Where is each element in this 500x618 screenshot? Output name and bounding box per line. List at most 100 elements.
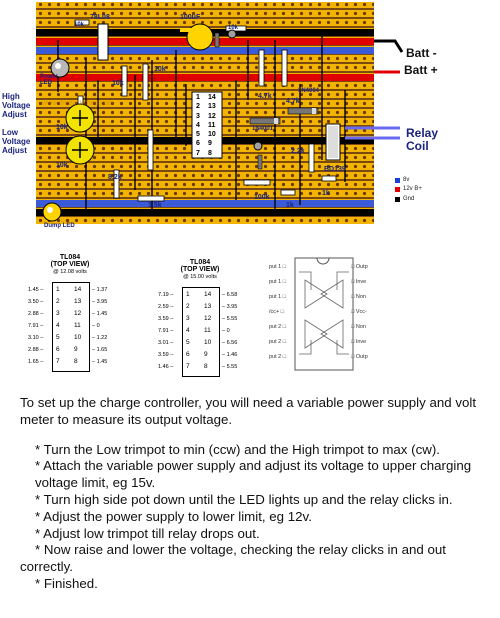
pinout-label-right: □ Non [351, 324, 366, 330]
setup-instructions: To set up the charge controller, you wil… [20, 395, 490, 593]
capacitor-100uf [186, 23, 214, 51]
ic-pin: 3 [196, 112, 200, 120]
label-15k: 1.5k [148, 202, 162, 209]
chip-pin-right: 14 [204, 291, 212, 298]
ic-pin: 4 [196, 121, 200, 129]
chip-voltage-left: 3.59 – [158, 316, 174, 322]
chip-subtitle: @ 12.08 volts [53, 269, 87, 275]
ic-pin: 6 [196, 140, 200, 148]
chip-voltage-right: – 6.58 [222, 292, 238, 298]
chip-pin-right: 8 [74, 358, 78, 365]
legend-12v: 12v B+ [395, 186, 422, 192]
chip-pin-right: 13 [74, 298, 82, 305]
legend-swatch [395, 186, 400, 192]
label-bd139: BD139 [324, 166, 346, 173]
label-10k-4: 10k [228, 25, 239, 31]
chip-pin-left: 4 [186, 327, 190, 334]
ic-pin: 9 [208, 140, 212, 148]
label-relay-coil: Relay Coil [406, 126, 439, 153]
legend-label: 8v [403, 177, 410, 183]
ic-pin: 10 [208, 131, 216, 139]
chip-pin-left: 3 [56, 310, 60, 317]
chip-pin-left: 2 [186, 303, 190, 310]
chip-pin-left: 5 [186, 339, 190, 346]
chip-voltage-right: – 3.95 [92, 299, 108, 305]
chip-voltage-right: – 1.45 [92, 311, 108, 317]
ic-pin: 1 [196, 94, 200, 101]
chip-voltage-left: 3.10 – [28, 335, 44, 341]
label-dump-led: Dump LED [44, 223, 75, 229]
chip-voltage-right: – 1.37 [92, 287, 108, 293]
resistor-15k [137, 195, 165, 202]
resistor-10k-5 [147, 129, 154, 171]
chip-voltage-right: – 5.55 [222, 316, 238, 322]
legend-8v: 8v [395, 177, 409, 183]
resistor-10k-3 [142, 63, 149, 101]
ic-pin: 7 [196, 149, 200, 157]
pinout-label-right: □ Vcc- [351, 309, 367, 315]
ic-pin: 12 [208, 112, 216, 120]
chip-pin-left: 6 [186, 351, 190, 358]
chip-title: TL084 (TOP VIEW) [50, 254, 90, 268]
instruction-step: * Finished. [35, 575, 98, 591]
chip-voltage-right: – 1.22 [92, 335, 108, 341]
chip-voltage-right: – 3.95 [222, 304, 238, 310]
ic-pins-right: 14 13 12 11 10 9 8 [208, 93, 222, 158]
pinout-label-right: □ Outp [351, 354, 368, 360]
chip-voltage-left: 7.91 – [28, 323, 44, 329]
resistor-100k [243, 179, 271, 186]
legend-swatch [395, 196, 400, 202]
chip-pin-right: 12 [204, 315, 212, 322]
ic-pin: 13 [208, 103, 216, 111]
chip-voltage-left: 1.45 – [28, 287, 44, 293]
pinout-label-left: put 1 □ [269, 294, 287, 300]
label-78l08: 78L08 [90, 14, 110, 21]
chip-voltage-right: – 1.46 [222, 352, 238, 358]
label-22k: 2.2k [291, 148, 305, 155]
pinout-label-right: □ Inve [351, 279, 367, 285]
label-10k-2: 10k [112, 80, 124, 87]
pinout-label-left: put 1 □ [269, 264, 287, 270]
chip-pin-left: 1 [56, 286, 60, 293]
resistor-82k [113, 169, 120, 199]
label-100k: 100k [254, 194, 270, 201]
chip-voltage-right: – 6.56 [222, 340, 238, 346]
chip-voltage-left: 2.59 – [158, 304, 174, 310]
chip-voltage-right: – 0 [222, 328, 230, 334]
chip-voltage-left: 1.46 – [158, 364, 174, 370]
chip-pin-left: 4 [56, 322, 60, 329]
chip-title: TL084 (TOP VIEW) [180, 259, 220, 273]
pinout-label-left: /cc+ □ [269, 309, 285, 315]
label-1n4004: 1N4004 [298, 88, 320, 94]
resistor-10k-2 [121, 65, 128, 97]
label-batt-plus: Batt + [404, 63, 438, 77]
pinout-label-left: put 2 □ [269, 324, 287, 330]
instruction-step: * Adjust the power supply to lower limit… [35, 508, 312, 524]
instruction-step: * Attach the variable power supply and a… [35, 458, 472, 491]
label-power-led: Power LED [40, 74, 59, 86]
resistor-22k [308, 143, 315, 173]
label-1n4001: 1N4001 [252, 126, 274, 132]
chip-pin-right: 9 [74, 346, 78, 353]
chip-pin-left: 2 [56, 298, 60, 305]
ic-tl084 [191, 91, 223, 159]
pinout-drawing [294, 257, 354, 371]
ic-pin: 11 [208, 121, 216, 129]
chip-pin-left: 3 [186, 315, 190, 322]
chip-pin-left: 5 [56, 334, 60, 341]
chip-pin-right: 13 [204, 303, 212, 310]
instruction-step: * Now raise and lower the voltage, check… [20, 542, 446, 575]
pinout-label-right: □ Inve [351, 339, 367, 345]
resistor-1k-2 [321, 175, 337, 182]
chip-pin-right: 12 [74, 310, 82, 317]
chip-pin-right: 8 [204, 363, 208, 370]
label-10k-3: 10k [154, 66, 166, 73]
chip-voltage-right: – 1.45 [92, 359, 108, 365]
pinout-label-left: put 2 □ [269, 339, 287, 345]
ic-pin: 5 [196, 131, 200, 139]
label-82k: 8.2k [108, 174, 122, 181]
chip-voltage-right: – 0 [92, 323, 100, 329]
chip-pin-left: 7 [56, 358, 60, 365]
chip-subtitle: @ 15.00 volts [183, 274, 217, 280]
diode-1n4004 [287, 107, 319, 115]
